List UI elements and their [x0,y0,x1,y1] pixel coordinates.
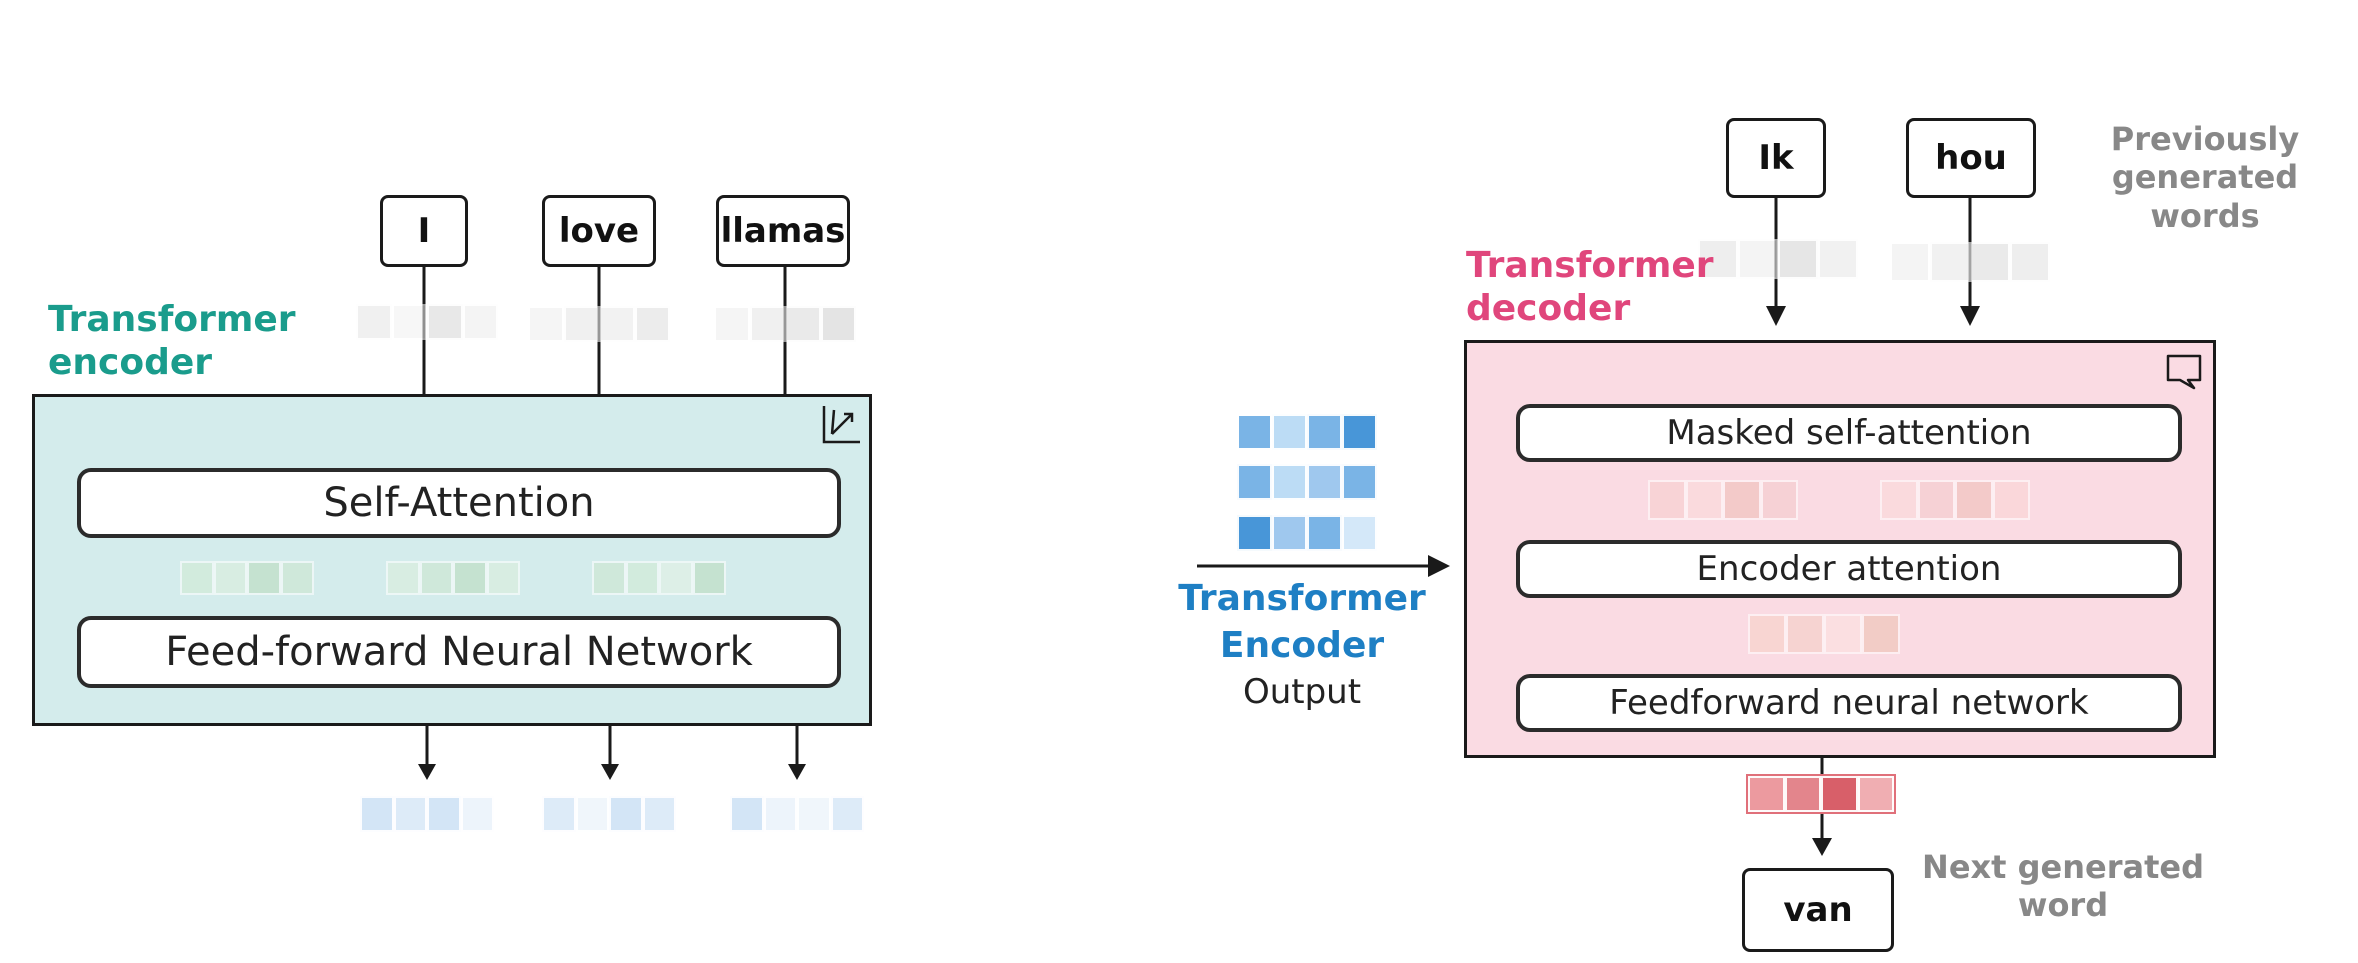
attention-output-vector [592,561,726,595]
decoder-input-token: Ik [1726,118,1826,198]
input-embedding-vector [528,306,670,342]
next-generated-line1: Next generated [1922,848,2204,886]
previously-generated-line2: generated words [2111,158,2299,235]
decoder-label: Transformer decoder [1466,244,1714,330]
output-word-token: van [1742,868,1894,952]
decoder-input-token: hou [1906,118,2036,198]
encoder-attention-layer: Encoder attention [1516,540,2182,598]
encoder-output-label-line1: Transformer [1178,578,1426,619]
encoder-attention-output-vector [1748,614,1900,654]
decoder-label-line2: decoder [1466,288,1631,330]
input-embedding-vector [356,304,498,340]
encoder-label-line1: Transformer [48,299,296,340]
encoder-output-vector [542,796,676,832]
encoder-output-label-line3: Output [1242,671,1362,712]
encoder-output-stack-vector [1237,515,1377,551]
chart-icon [822,406,860,444]
encoder-output-vector [360,796,494,832]
encoder-input-token: love [542,195,656,267]
decoder-input-embedding [1890,242,2050,282]
input-embedding-vector [714,306,856,342]
decoder-output-vector [1746,774,1896,814]
encoder-label: Transformer encoder [48,298,296,384]
encoder-output-label: Transformer Encoder Output [1170,576,1434,714]
attention-output-vector [386,561,520,595]
encoder-input-token: llamas [716,195,850,267]
encoder-output-label-line2: Encoder [1219,624,1385,666]
comment-icon [2166,354,2202,390]
encoder-output-stack-vector [1237,414,1377,450]
next-generated-line2: word [2017,886,2109,925]
encoder-label-line2: encoder [48,342,213,384]
masked-self-attention-layer: Masked self-attention [1516,404,2182,462]
encoder-output-vector [730,796,864,832]
masked-attention-output-vector [1648,480,1798,520]
encoder-input-token: I [380,195,468,267]
decoder-label-line1: Transformer [1466,245,1714,286]
previously-generated-line1: Previously [2110,120,2300,158]
next-generated-label: Next generated word [1918,848,2208,925]
encoder-output-stack-vector [1237,464,1377,500]
attention-output-vector [180,561,314,595]
masked-attention-output-vector [1880,480,2030,520]
previously-generated-label: Previously generated words [2060,120,2350,235]
feedforward-layer: Feedforward neural network [1516,674,2182,732]
decoder-input-embedding [1698,239,1858,279]
self-attention-layer: Self-Attention [77,468,841,538]
feed-forward-layer: Feed-forward Neural Network [77,616,841,688]
